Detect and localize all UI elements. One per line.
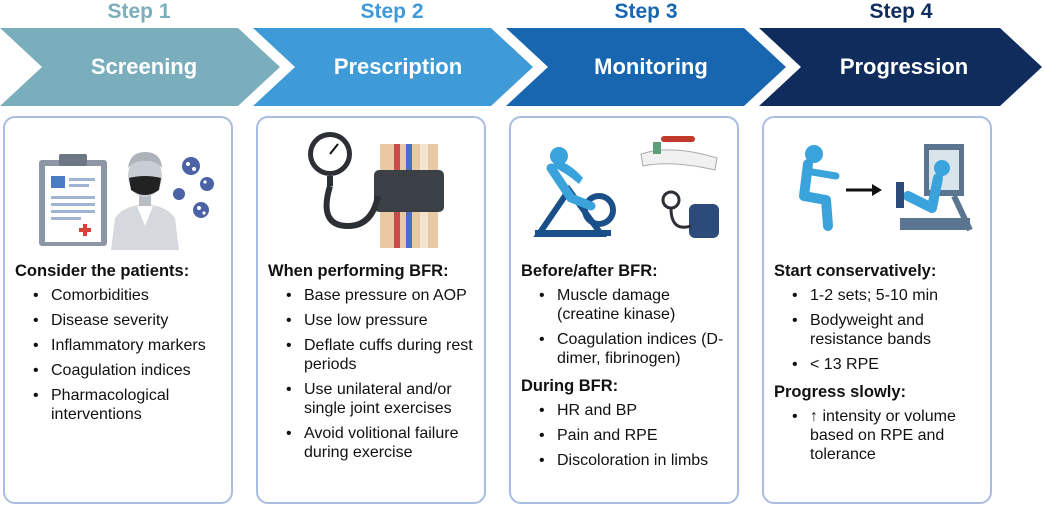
step-2-title: Prescription	[333, 54, 463, 79]
list-item: 1-2 sets; 5-10 min	[774, 286, 986, 305]
monitoring-card: Before/after BFR: Muscle damage (creatin…	[509, 116, 739, 504]
screening-card: Consider the patients: Comorbidities Dis…	[3, 116, 233, 504]
list-item: Pharmacological interventions	[15, 386, 227, 424]
list-item: Coagulation indices (D-dimer, fibrinogen…	[521, 330, 733, 368]
list-item: Coagulation indices	[15, 361, 227, 380]
step-4-title: Progression	[839, 54, 969, 79]
section-heading: When performing BFR:	[268, 262, 449, 280]
step-4-label: Step 4	[869, 0, 933, 23]
list-item: Muscle damage (creatine kinase)	[521, 286, 733, 324]
section-heading: Consider the patients:	[15, 262, 190, 280]
progression-start-list: 1-2 sets; 5-10 min Bodyweight and resist…	[774, 286, 986, 374]
list-item: Deflate cuffs during rest periods	[268, 336, 480, 374]
section-heading: Start conservatively:	[774, 262, 937, 280]
step-1-title: Screening	[90, 54, 198, 79]
monitoring-before-after-list: Muscle damage (creatine kinase) Coagulat…	[521, 286, 733, 368]
screening-list: Comorbidities Disease severity Inflammat…	[15, 286, 227, 424]
list-item: Avoid volitional failure during exercise	[268, 424, 480, 462]
list-item: < 13 RPE	[774, 355, 986, 374]
chevron-step-3	[506, 28, 786, 106]
squat-to-leg-press-icon	[799, 144, 973, 232]
progression-slow-list: ↑ intensity or volume based on RPE and t…	[774, 407, 986, 464]
chevron-step-4	[759, 28, 1042, 106]
list-item: ↑ intensity or volume based on RPE and t…	[774, 407, 986, 464]
step-3-label: Step 3	[614, 0, 678, 23]
progression-card: Start conservatively: 1-2 sets; 5-10 min…	[762, 116, 992, 504]
step-1-label: Step 1	[107, 0, 171, 23]
list-item: Use low pressure	[268, 311, 480, 330]
list-item: Pain and RPE	[521, 426, 733, 445]
section-heading: During BFR:	[521, 377, 619, 395]
list-item: Use unilateral and/or single joint exerc…	[268, 380, 480, 418]
list-item: Base pressure on AOP	[268, 286, 480, 305]
chevron-step-1	[0, 28, 280, 106]
pressure-gauge-cuff-icon	[308, 132, 444, 248]
prescription-card: When performing BFR: Base pressure on AO…	[256, 116, 486, 504]
list-item: Comorbidities	[15, 286, 227, 305]
list-item: HR and BP	[521, 401, 733, 420]
process-chevron-banner	[0, 28, 1042, 106]
clinician-clipboard-virus-icon	[39, 152, 214, 250]
list-item: Discoloration in limbs	[521, 451, 733, 470]
list-item: Inflammatory markers	[15, 336, 227, 355]
section-heading: Before/after BFR:	[521, 262, 658, 280]
list-item: Bodyweight and resistance bands	[774, 311, 986, 349]
list-item: Disease severity	[15, 311, 227, 330]
monitoring-during-list: HR and BP Pain and RPE Discoloration in …	[521, 401, 733, 470]
section-heading: Progress slowly:	[774, 383, 907, 401]
step-3-title: Monitoring	[594, 54, 708, 79]
step-2-label: Step 2	[360, 0, 424, 23]
prescription-list: Base pressure on AOP Use low pressure De…	[268, 286, 480, 462]
cycling-blood-draw-bp-monitor-icon	[533, 136, 719, 238]
chevron-step-2	[253, 28, 533, 106]
